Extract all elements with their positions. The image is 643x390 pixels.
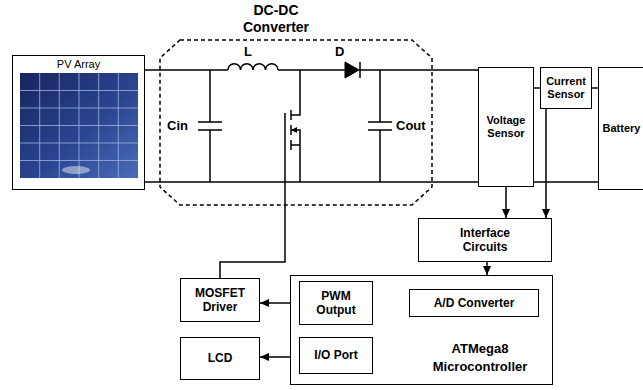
part-name: D <box>335 44 344 60</box>
panel-glare <box>62 166 90 174</box>
panel-grid <box>20 73 138 178</box>
wire-line <box>534 181 598 183</box>
signal-arrow <box>505 187 507 218</box>
box-label: Voltage Sensor <box>482 114 530 140</box>
box-label: LCD <box>208 351 233 365</box>
box-label: Interface Circuits <box>444 226 526 255</box>
box-label: Current Sensor <box>544 75 588 101</box>
wire <box>160 69 228 71</box>
driver-box: MOSFET Driver <box>180 278 260 322</box>
interface-box: Interface Circuits <box>418 218 552 262</box>
pv-array-box: PV Array <box>12 55 145 190</box>
box-label: MOSFET Driver <box>184 286 256 315</box>
capacitor-symbol <box>368 70 392 182</box>
part-name: Cout <box>396 118 426 134</box>
signal-arrow <box>486 262 488 275</box>
wire-line <box>432 69 478 71</box>
inductor-symbol <box>228 64 278 70</box>
panel-face <box>20 73 138 178</box>
diode-symbol <box>345 62 359 78</box>
wire <box>160 181 432 183</box>
part-name: Cin <box>167 118 188 134</box>
box-label: I/O Port <box>314 348 357 362</box>
region-title: DC-DC Converter <box>226 2 326 36</box>
diode-bar <box>359 62 361 78</box>
mosfet-arrow <box>291 127 297 133</box>
microcontroller-box: ATMega8 Microcontroller PWM Output A/D Con… <box>290 275 553 385</box>
box-label: A/D Converter <box>434 296 515 310</box>
sensor-box: Voltage Sensor <box>478 67 534 187</box>
battery-box: Battery <box>598 67 643 190</box>
box-label: PV Array <box>57 58 100 71</box>
signal-arrow <box>545 109 547 218</box>
wire-line <box>145 69 160 71</box>
io-port-box: I/O Port <box>299 337 373 374</box>
wire-line <box>432 181 478 183</box>
part-name: L <box>244 44 252 60</box>
wire-line <box>145 181 160 183</box>
lcd-box: LCD <box>180 337 260 380</box>
sensor-box: Current Sensor <box>540 67 592 109</box>
capacitor-symbol <box>198 70 222 182</box>
adc-box: A/D Converter <box>409 289 539 317</box>
box-label: ATMega8 Microcontroller <box>414 340 546 376</box>
converter-circuit <box>160 62 432 205</box>
wire-line <box>220 205 285 278</box>
solar-panel <box>20 73 138 178</box>
box-label: PWM Output <box>303 289 369 318</box>
converter-region: DC-DC Converter <box>160 0 432 205</box>
dashed-outline <box>160 40 432 205</box>
pwm-box: PWM Output <box>299 281 373 325</box>
box-label: Battery <box>599 122 643 135</box>
mosfet-symbol <box>285 70 300 205</box>
